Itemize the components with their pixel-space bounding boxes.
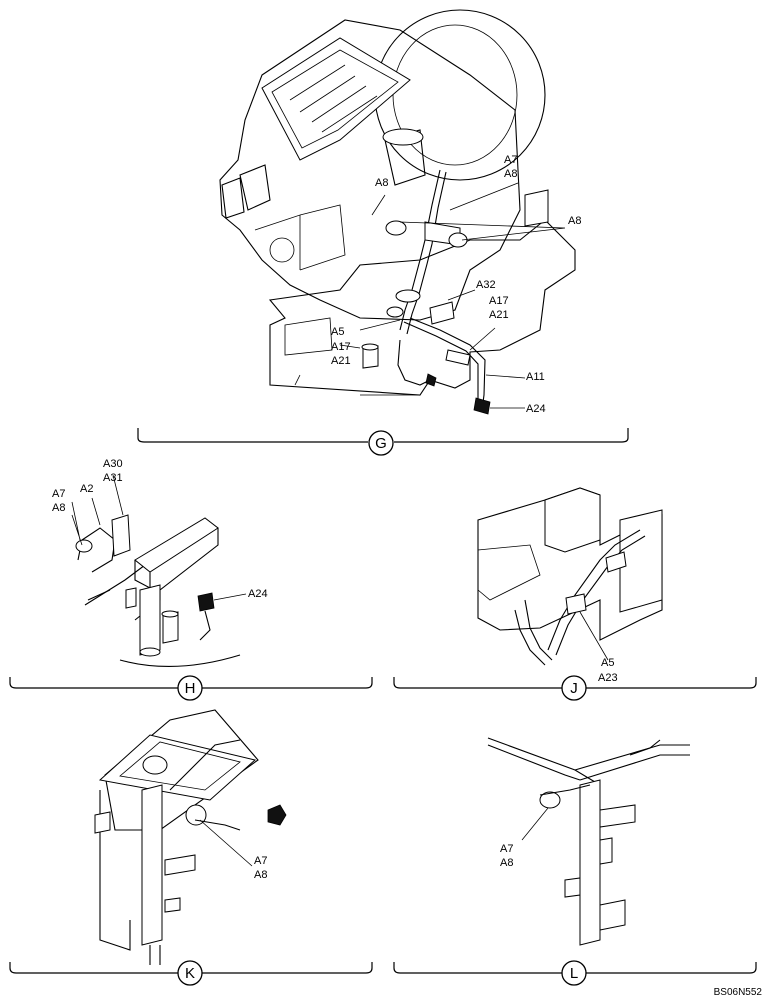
- engine-base: [268, 219, 576, 396]
- g-callout-a11: A11: [526, 371, 545, 383]
- view-l: A7 A8 L: [393, 737, 757, 986]
- view-k-letter: K: [185, 965, 195, 982]
- k-callout-a7: A7: [254, 855, 267, 867]
- engine-block: [219, 19, 521, 321]
- g-callout-a5: A5: [331, 326, 344, 338]
- g-callout-a32: A32: [476, 279, 496, 291]
- drawing-number: BS06N552: [714, 987, 763, 998]
- h-callout-a24: A24: [248, 588, 268, 600]
- g-callout-a21-right: A21: [489, 309, 509, 321]
- l-bracket-upper: [599, 804, 636, 828]
- sensor-a24: [473, 397, 491, 415]
- sensor-connector: [445, 349, 471, 366]
- view-h-letter: H: [185, 680, 196, 697]
- h-callout-a7: A7: [52, 488, 65, 500]
- h-callout-a30: A30: [103, 458, 123, 470]
- h-callout-a2: A2: [80, 483, 93, 495]
- frame-member: [134, 517, 219, 573]
- g-callout-a8-left: A8: [375, 177, 388, 189]
- l-callout-a7: A7: [500, 843, 513, 855]
- k-upright: [141, 784, 163, 946]
- view-g-bracket: [137, 428, 629, 443]
- h-callout-a31: A31: [103, 472, 123, 484]
- view-g: A7 A8 A8 A8 A32 A17 A21 A5 A17 A21 A11 A…: [137, 9, 629, 456]
- g-callout-a8-top: A8: [504, 168, 517, 180]
- j-callout-a5: A5: [601, 657, 614, 669]
- l-callout-a8: A8: [500, 857, 513, 869]
- sensor-a24-h: [197, 592, 215, 612]
- view-g-letter: G: [375, 435, 387, 452]
- j-callout-a23: A23: [598, 672, 618, 684]
- h-callout-a8: A8: [52, 502, 65, 514]
- clip-a7-k: [185, 804, 207, 826]
- l-upright: [579, 779, 601, 946]
- view-j-bracket: [393, 677, 757, 689]
- g-callout-a24: A24: [526, 403, 546, 415]
- view-h: A30 A31 A7 A2 A8 A24 H: [9, 458, 373, 701]
- view-l-marker: [561, 960, 587, 986]
- direction-arrow: [267, 804, 287, 826]
- g-callout-a17-right: A17: [489, 295, 509, 307]
- view-j: A5 A23 J: [393, 487, 757, 701]
- view-k: A7 A8 K: [9, 709, 373, 986]
- view-k-marker: [177, 960, 203, 986]
- clip-a7-l: [539, 791, 561, 809]
- view-g-marker: [368, 430, 394, 456]
- view-j-letter: J: [570, 680, 578, 697]
- view-l-bracket: [393, 962, 757, 974]
- flywheel-housing: [374, 9, 546, 181]
- view-k-bracket: [9, 962, 373, 974]
- k-frame-top: [98, 734, 257, 801]
- view-j-marker: [561, 675, 587, 701]
- g-callout-a21-left: A21: [331, 355, 351, 367]
- g-callout-a7: A7: [504, 154, 517, 166]
- g-callout-a8-right: A8: [568, 215, 581, 227]
- bracket-plate: [544, 487, 601, 553]
- k-callout-a8: A8: [254, 869, 267, 881]
- view-h-bracket: [9, 677, 373, 689]
- clip-a5: [565, 593, 587, 615]
- view-h-marker: [177, 675, 203, 701]
- g-callout-a17-left: A17: [331, 341, 351, 353]
- dipstick-tube: [399, 169, 441, 331]
- post: [139, 584, 161, 656]
- view-l-letter: L: [570, 965, 578, 982]
